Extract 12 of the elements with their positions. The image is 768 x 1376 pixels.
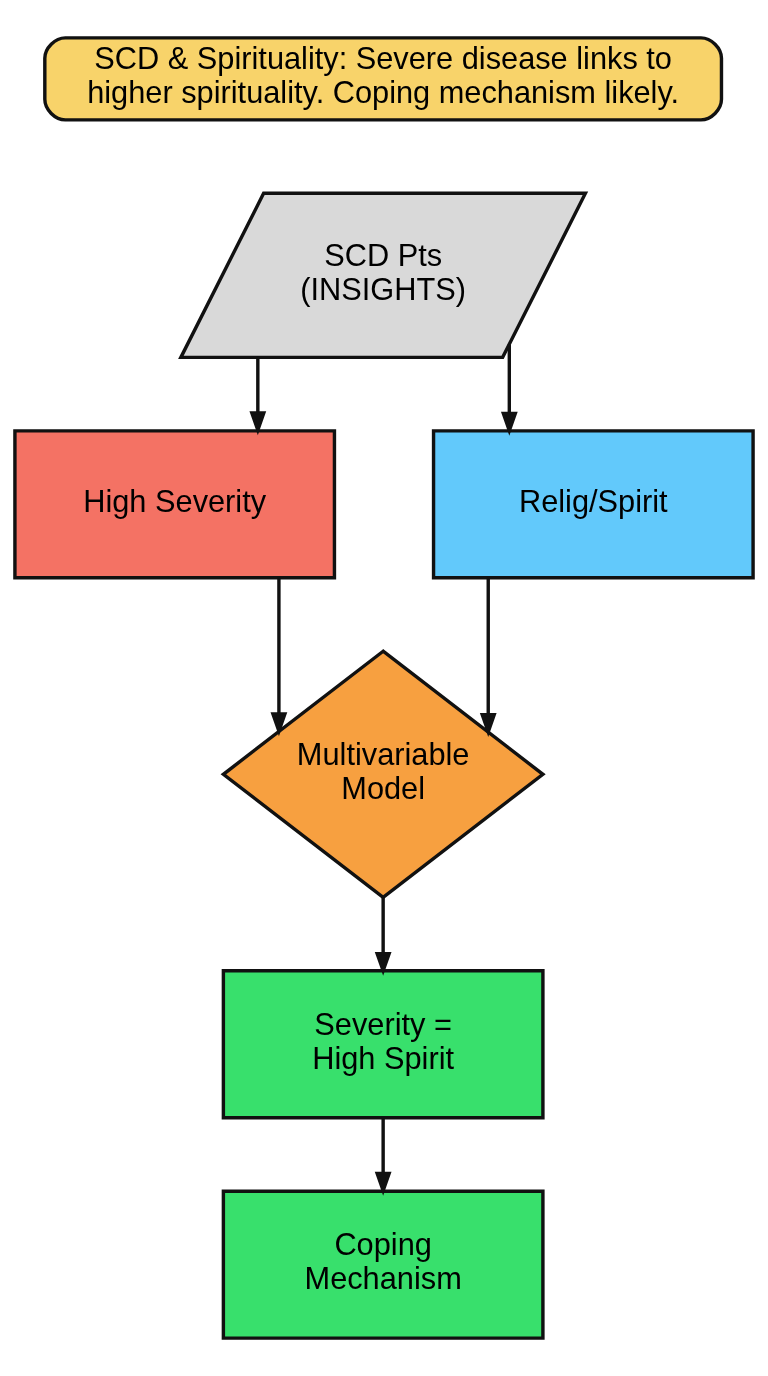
- arrow: [249, 358, 267, 436]
- arrow: [500, 344, 518, 436]
- node-box: High Severity: [13, 429, 337, 580]
- arrow: [270, 578, 288, 737]
- arrow: [374, 897, 392, 976]
- node-box: Severity = High Spirit: [221, 969, 545, 1120]
- node-box: Relig/Spirit: [431, 429, 755, 580]
- arrow: [479, 578, 497, 737]
- node-diamond: Multivariable Model: [220, 649, 546, 900]
- node-box: SCD & Spirituality: Severe disease links to higher spirituality. Coping mechanism likely.: [43, 36, 724, 122]
- arrow: [374, 1118, 392, 1196]
- node-box: Coping Mechanism: [221, 1189, 545, 1340]
